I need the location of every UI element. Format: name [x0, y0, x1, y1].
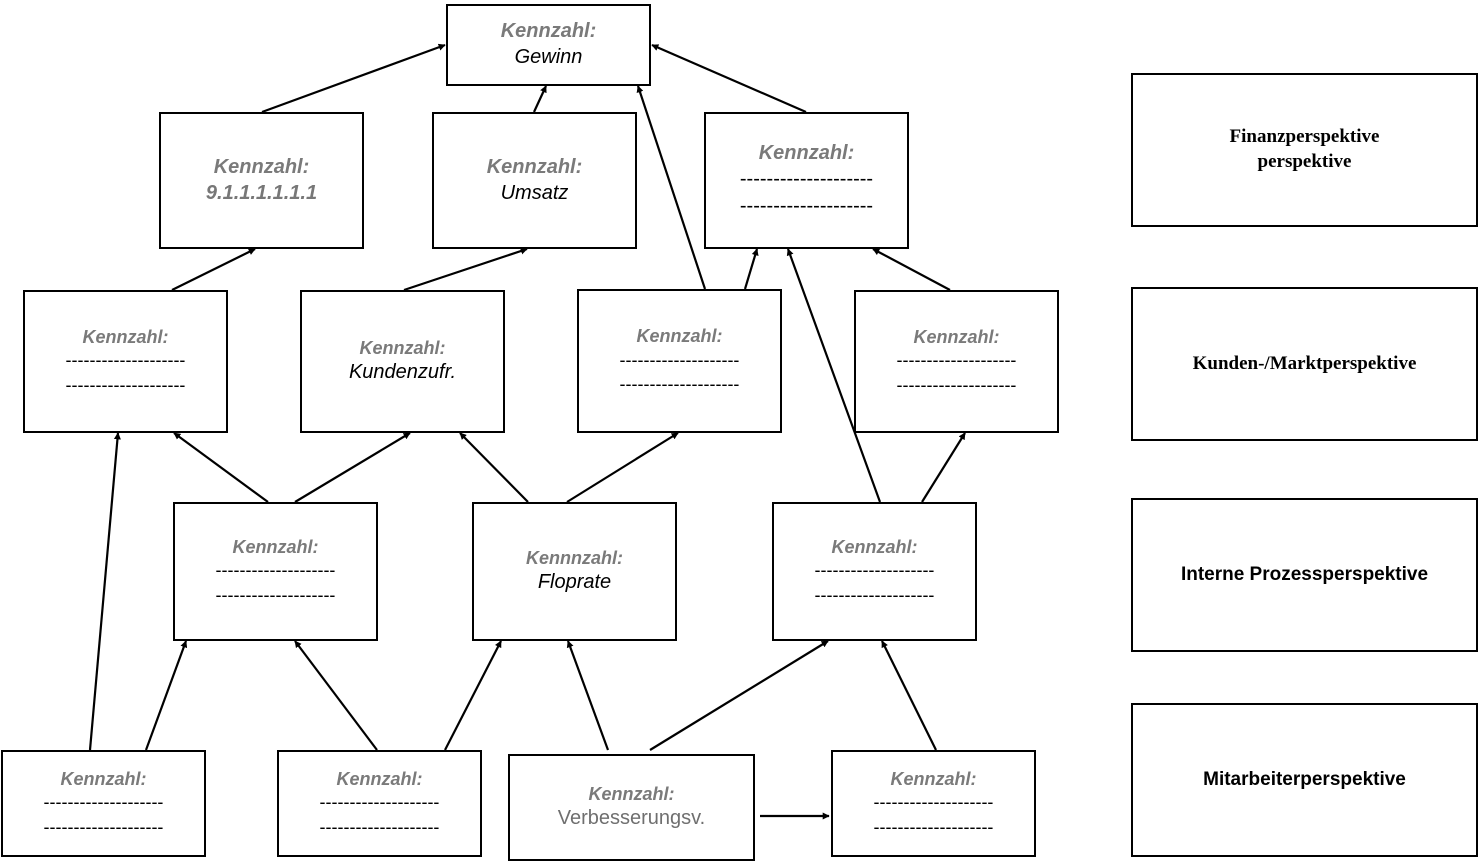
arrow	[294, 432, 411, 503]
arrow	[872, 248, 951, 291]
perspective-label-line-2: perspektive	[1257, 151, 1352, 172]
node-value: Verbesserungsv.	[557, 807, 706, 830]
node-kunde-3: Kennzahl: -------------------- ---------…	[577, 289, 782, 433]
node-label: Kennzahl:	[60, 768, 147, 789]
node-kunde-1: Kennzahl: -------------------- ---------…	[23, 290, 228, 433]
perspective-label: Mitarbeiterperspektive	[1203, 768, 1406, 790]
node-value-line-1: --------------------	[65, 350, 186, 371]
perspective-mitarbeiter: Mitarbeiterperspektive	[1131, 703, 1478, 857]
arrow	[459, 432, 529, 503]
perspective-label: Interne Prozessperspektive	[1180, 563, 1429, 585]
node-finanz-3: Kennzahl: -------------------- ---------…	[704, 112, 909, 249]
arrow	[921, 432, 966, 503]
node-value-line-2: --------------------	[65, 374, 186, 395]
node-verbesserungsv: Kennzahl: Verbesserungsv.	[508, 754, 755, 861]
arrow	[403, 247, 528, 292]
node-label: Kennzahl:	[336, 768, 423, 789]
node-kunde-4: Kennzahl: -------------------- ---------…	[854, 290, 1059, 433]
arrow	[88, 432, 121, 751]
node-value-line-1: --------------------	[873, 792, 994, 813]
node-value: Floprate	[537, 571, 612, 594]
arrow	[294, 640, 378, 751]
node-prozess-3: Kennzahl: -------------------- ---------…	[772, 502, 977, 641]
node-floprate: Kennnzahl: Floprate	[472, 502, 677, 641]
node-value-line-2: --------------------	[873, 816, 994, 837]
node-value-line-2: --------------------	[43, 816, 164, 837]
arrow	[261, 43, 446, 114]
node-label: Kennzahl:	[831, 536, 918, 557]
node-gewinn: Kennzahl: Gewinn	[446, 4, 651, 86]
node-mitarbeiter-2: Kennzahl: -------------------- ---------…	[277, 750, 482, 857]
arrow	[786, 248, 882, 503]
arrow	[636, 85, 707, 290]
node-kundenzufr: Kennzahl: Kundenzufr.	[300, 290, 505, 433]
perspective-kunden: Kunden-/Marktperspektive	[1131, 287, 1478, 441]
arrow	[173, 432, 269, 503]
node-label: Kennzahl:	[82, 326, 169, 347]
arrow	[566, 640, 610, 751]
node-value-line-1: --------------------	[43, 792, 164, 813]
perspective-finanz: Finanzperspektive perspektive	[1131, 73, 1478, 227]
node-value-line-1: --------------------	[215, 560, 336, 581]
arrow	[743, 248, 759, 290]
node-mitarbeiter-1: Kennzahl: -------------------- ---------…	[1, 750, 206, 857]
node-value-line-1: --------------------	[739, 168, 874, 190]
node-label: Kennzahl:	[213, 155, 310, 178]
node-value-line-2: --------------------	[896, 374, 1017, 395]
node-value-line-1: --------------------	[619, 349, 740, 370]
node-umsatz: Kennzahl: Umsatz	[432, 112, 637, 249]
arrow	[881, 640, 937, 751]
arrow	[649, 640, 829, 751]
node-label: Kennzahl:	[486, 155, 583, 178]
perspective-label-line-1: Finanzperspektive	[1229, 126, 1380, 148]
node-mitarbeiter-4: Kennzahl: -------------------- ---------…	[831, 750, 1036, 857]
node-value-line-2: --------------------	[814, 584, 935, 605]
perspective-label: Kunden-/Marktperspektive	[1192, 352, 1417, 374]
node-label: Kennzahl:	[588, 783, 675, 804]
node-value-line-2: --------------------	[319, 816, 440, 837]
node-label: Kennzahl:	[359, 337, 446, 358]
node-9-1-1-1-1-1-1: Kennzahl: 9.1.1.1.1.1.1	[159, 112, 364, 249]
node-value-line-2: --------------------	[215, 584, 336, 605]
node-value: Gewinn	[514, 46, 583, 68]
node-label: Kennnzahl:	[526, 547, 623, 568]
arrow	[144, 640, 188, 751]
node-label: Kennzahl:	[758, 142, 855, 164]
node-value: 9.1.1.1.1.1.1	[205, 181, 318, 204]
arrow	[171, 248, 256, 291]
node-label: Kennzahl:	[636, 326, 723, 347]
node-value-line-1: --------------------	[896, 350, 1017, 371]
node-value-line-2: --------------------	[619, 374, 740, 395]
node-label: Kennzahl:	[890, 768, 977, 789]
node-label: Kennzahl:	[232, 536, 319, 557]
node-value-line-1: --------------------	[319, 792, 440, 813]
node-value: Kundenzufr.	[348, 361, 457, 384]
node-value-line-2: --------------------	[739, 195, 874, 217]
node-value-line-1: --------------------	[814, 560, 935, 581]
node-label: Kennzahl:	[500, 20, 597, 42]
node-value: Umsatz	[500, 181, 569, 204]
node-prozess-1: Kennzahl: -------------------- ---------…	[173, 502, 378, 641]
perspective-prozess: Interne Prozessperspektive	[1131, 498, 1478, 652]
arrow	[444, 640, 502, 751]
arrow	[533, 85, 547, 113]
node-label: Kennzahl:	[913, 326, 1000, 347]
arrow	[651, 43, 807, 114]
arrow	[566, 432, 679, 503]
